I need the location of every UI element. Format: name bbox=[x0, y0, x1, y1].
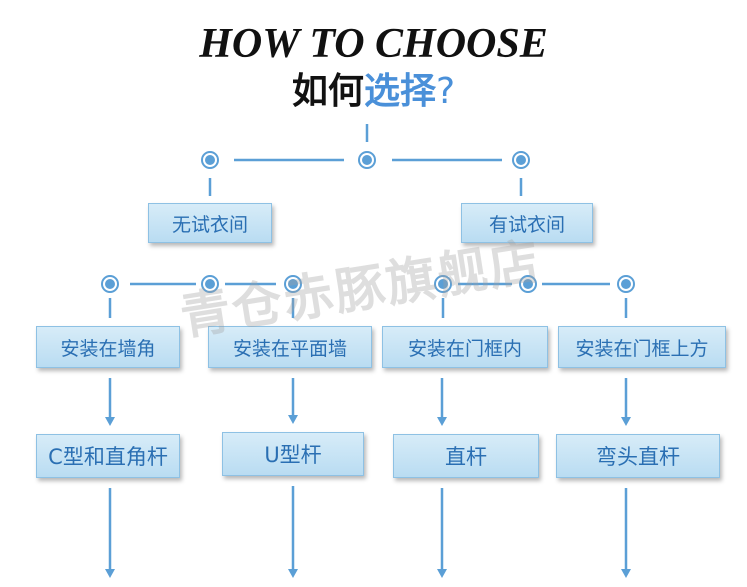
title-question-mark: ? bbox=[435, 71, 456, 112]
node-c-rod: C型和直角杆 bbox=[36, 434, 180, 478]
node-inside-door-frame: 安装在门框内 bbox=[382, 326, 548, 368]
dot-level2-4-core bbox=[438, 279, 448, 289]
node-wall-corner: 安装在墙角 bbox=[36, 326, 180, 368]
node-straight-rod: 直杆 bbox=[393, 434, 539, 478]
title-chinese-highlight: 选择 bbox=[363, 71, 436, 112]
dot-top-left-core bbox=[205, 155, 215, 165]
dot-level2-1-core bbox=[105, 279, 115, 289]
arrow-bottom-3-head bbox=[437, 569, 447, 578]
arrow-mid-2-head bbox=[288, 415, 298, 424]
dot-level2-5-core bbox=[523, 279, 533, 289]
node-flat-wall: 安装在平面墙 bbox=[208, 326, 372, 368]
title-chinese-part1: 如何 bbox=[291, 71, 364, 112]
arrow-bottom-2-head bbox=[288, 569, 298, 578]
node-elbow-rod: 弯头直杆 bbox=[556, 434, 720, 478]
dot-level2-3-core bbox=[288, 279, 298, 289]
dot-top-right-core bbox=[516, 155, 526, 165]
dot-level2-2-core bbox=[205, 279, 215, 289]
title-chinese: 如何选择? bbox=[0, 70, 747, 114]
title-english: HOW TO CHOOSE bbox=[199, 21, 548, 67]
dot-level2-6-core bbox=[621, 279, 631, 289]
node-no-fitting-room: 无试衣间 bbox=[148, 203, 272, 243]
arrow-mid-1-head bbox=[105, 417, 115, 426]
arrow-mid-3-head bbox=[437, 417, 447, 426]
node-u-rod: U型杆 bbox=[222, 432, 364, 476]
node-above-door-frame: 安装在门框上方 bbox=[558, 326, 726, 368]
dot-top-center-core bbox=[362, 155, 372, 165]
arrow-bottom-4-head bbox=[621, 569, 631, 578]
arrow-mid-4-head bbox=[621, 417, 631, 426]
arrow-bottom-1-head bbox=[105, 569, 115, 578]
node-has-fitting-room: 有试衣间 bbox=[461, 203, 593, 243]
